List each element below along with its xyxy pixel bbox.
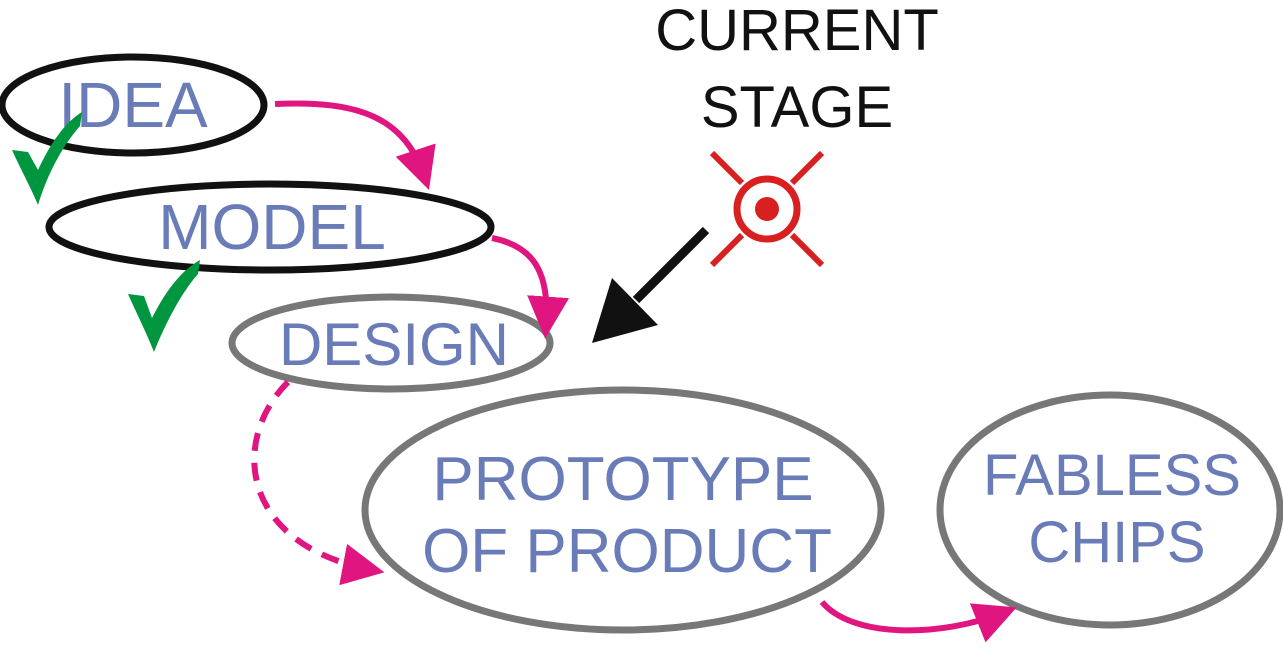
stage-idea: IDEA [0, 53, 268, 157]
check-icon-idea [12, 112, 82, 205]
stage-fabless: FABLESS CHIPS [936, 391, 1283, 629]
stage-design: DESIGN [228, 293, 554, 393]
current-stage-pointer-arrow [592, 226, 710, 343]
stage-idea-outline [0, 53, 268, 157]
current-stage-label-line-1: CURRENT [655, 0, 939, 63]
stage-prototype: PROTOTYPE OF PRODUCT [361, 386, 885, 634]
stage-design-outline [228, 293, 554, 393]
flow-arrow-design-to-prototype [251, 379, 385, 586]
stage-prototype-label-line-1: PROTOTYPE [432, 445, 813, 514]
flow-arrow-model-to-design [491, 235, 570, 339]
stage-design-label: DESIGN [279, 311, 509, 378]
flow-arrow-prototype-to-fabless [819, 599, 1017, 643]
stage-fabless-label-line-2: CHIPS [1028, 510, 1205, 575]
current-stage-label-line-2: STAGE [701, 75, 893, 140]
stage-prototype-outline [361, 386, 885, 634]
stage-fabless-outline [936, 391, 1283, 629]
flow-arrow-idea-to-model [274, 100, 436, 190]
stage-model: MODEL [45, 180, 495, 274]
stage-idea-label: IDEA [58, 69, 208, 141]
stage-prototype-label-line-2: OF PRODUCT [422, 517, 832, 586]
check-icon-model [128, 260, 200, 352]
target-icon [709, 150, 825, 268]
stage-model-label: MODEL [158, 191, 386, 263]
stage-fabless-label-line-1: FABLESS [983, 443, 1241, 508]
stage-model-outline [45, 180, 495, 274]
